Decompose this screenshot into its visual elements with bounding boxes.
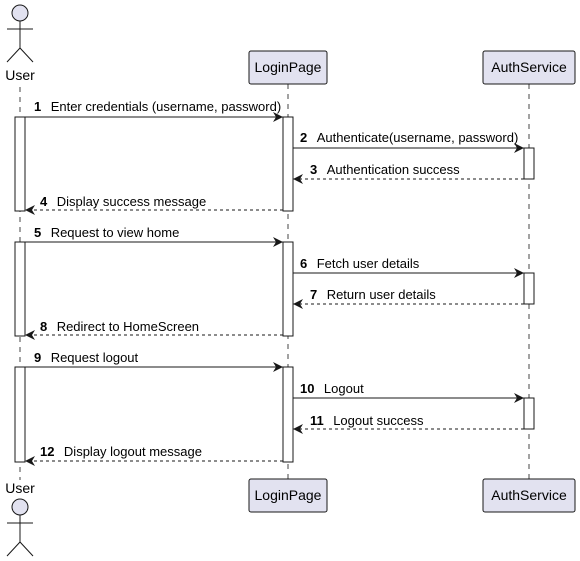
message-label: 8 Redirect to HomeScreen xyxy=(40,318,199,335)
message-6: 6 Fetch user details xyxy=(293,255,524,278)
message-10: 10 Logout xyxy=(293,380,524,403)
message-text: Enter credentials (username, password) xyxy=(51,99,282,114)
message-1: 1 Enter credentials (username, password) xyxy=(25,98,283,122)
participant-authservice-top: AuthService xyxy=(482,50,576,85)
message-text: Return user details xyxy=(327,287,437,302)
actor-label-user-top: User xyxy=(5,67,35,83)
message-label: 6 Fetch user details xyxy=(300,255,420,272)
message-text: Logout xyxy=(324,381,364,396)
participant-loginpage-bottom: LoginPage xyxy=(248,478,328,513)
participant-label-loginpage-bottom: LoginPage xyxy=(255,487,322,503)
message-11: 11 Logout success xyxy=(293,412,524,434)
message-text: Redirect to HomeScreen xyxy=(57,319,199,334)
message-number: 10 xyxy=(300,381,314,396)
participant-label-authservice-top: AuthService xyxy=(491,59,567,75)
message-number: 11 xyxy=(310,413,324,428)
message-number: 1 xyxy=(34,99,41,114)
message-text: Display success message xyxy=(57,194,207,209)
activation-auth-1 xyxy=(523,147,535,180)
message-text: Display logout message xyxy=(64,444,202,459)
activation-auth-3 xyxy=(523,397,535,430)
participants-bottom: User LoginPage AuthService xyxy=(5,478,576,557)
message-number: 2 xyxy=(300,130,307,145)
message-text: Authentication success xyxy=(327,162,460,177)
message-label: 5 Request to view home xyxy=(34,224,179,241)
message-text: Request to view home xyxy=(51,225,180,240)
activation-login-2 xyxy=(282,241,294,337)
message-4: 4 Display success message xyxy=(25,193,283,215)
messages: 1 Enter credentials (username, password)… xyxy=(25,98,524,466)
activation-login-3 xyxy=(282,366,294,463)
message-label: 9 Request logout xyxy=(34,349,139,366)
actor-label-user-bottom: User xyxy=(5,480,35,496)
message-text: Fetch user details xyxy=(317,256,420,271)
message-8: 8 Redirect to HomeScreen xyxy=(25,318,283,340)
message-number: 12 xyxy=(40,444,54,459)
message-2: 2 Authenticate(username, password) xyxy=(293,129,524,153)
message-label: 11 Logout success xyxy=(310,412,424,429)
message-label: 10 Logout xyxy=(300,380,364,397)
message-label: 7 Return user details xyxy=(310,286,436,303)
message-number: 4 xyxy=(40,194,48,209)
message-label: 4 Display success message xyxy=(40,193,206,210)
participant-label-loginpage-top: LoginPage xyxy=(255,59,322,75)
message-number: 3 xyxy=(310,162,317,177)
message-7: 7 Return user details xyxy=(293,286,524,309)
activation-auth-2 xyxy=(523,272,535,305)
participant-loginpage-top: LoginPage xyxy=(248,50,328,85)
message-text: Authenticate(username, password) xyxy=(317,130,519,145)
message-label: 2 Authenticate(username, password) xyxy=(300,129,518,146)
message-12: 12 Display logout message xyxy=(25,443,283,466)
message-5: 5 Request to view home xyxy=(25,224,283,247)
user-actor-icon xyxy=(6,4,34,63)
message-text: Logout success xyxy=(333,413,424,428)
message-text: Request logout xyxy=(51,350,139,365)
message-number: 9 xyxy=(34,350,41,365)
activation-user-2 xyxy=(14,241,26,337)
participants-top: User LoginPage AuthService xyxy=(5,4,576,85)
user-actor-icon-bottom xyxy=(6,498,34,557)
message-number: 7 xyxy=(310,287,317,302)
activation-login-1 xyxy=(282,116,294,212)
activation-user-3 xyxy=(14,366,26,463)
participant-label-authservice-bottom: AuthService xyxy=(491,487,567,503)
message-label: 3 Authentication success xyxy=(310,161,460,178)
participant-authservice-bottom: AuthService xyxy=(482,478,576,513)
message-number: 5 xyxy=(34,225,41,240)
activation-bars xyxy=(14,116,535,463)
message-9: 9 Request logout xyxy=(25,349,283,372)
message-number: 8 xyxy=(40,319,47,334)
message-number: 6 xyxy=(300,256,307,271)
activation-user-1 xyxy=(14,116,26,212)
message-label: 12 Display logout message xyxy=(40,443,202,460)
message-3: 3 Authentication success xyxy=(293,161,524,184)
message-label: 1 Enter credentials (username, password) xyxy=(34,98,281,115)
